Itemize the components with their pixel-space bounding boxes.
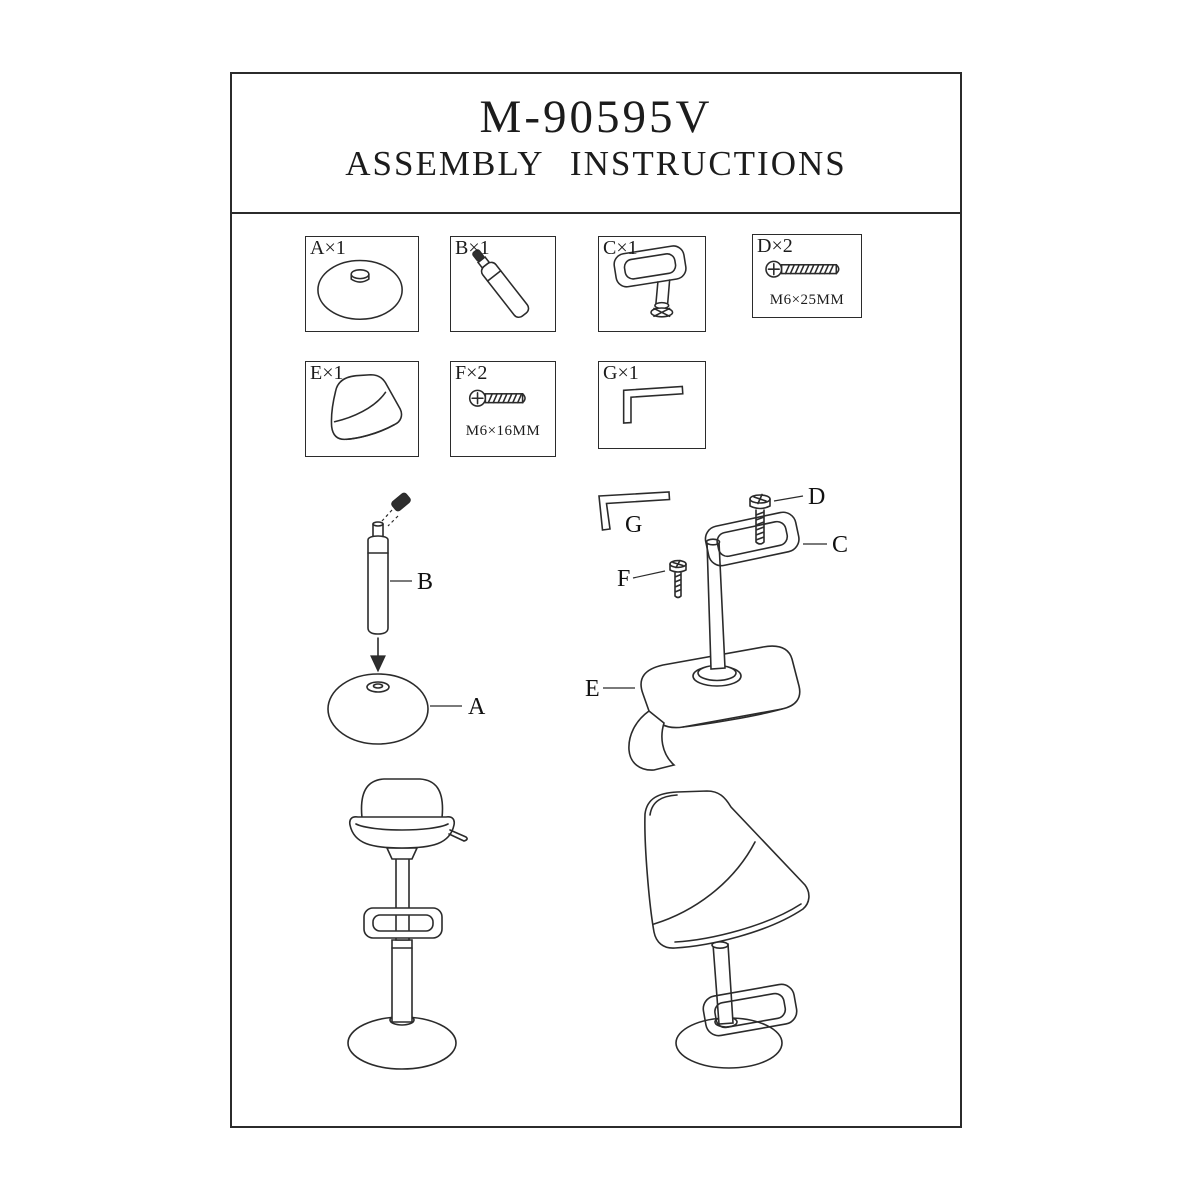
- part-f-label: F×2: [455, 362, 488, 384]
- part-e-drawing: [330, 373, 403, 441]
- part-b-drawing: [472, 249, 530, 319]
- part-box-e: E×1: [305, 361, 419, 457]
- callout-d-label: D: [808, 484, 825, 510]
- part-box-a: A×1: [305, 236, 419, 332]
- part-box-g: G×1: [598, 361, 706, 449]
- model-code: M-90595V: [479, 91, 713, 143]
- gas-lift-cap: [381, 492, 411, 527]
- footrest-bracket: [704, 511, 800, 567]
- callout-f-label: F: [617, 566, 630, 592]
- callout-e: E: [585, 676, 635, 702]
- part-g-label: G×1: [603, 362, 639, 384]
- assembled-stool-front-drawing: [347, 778, 468, 1070]
- part-a-drawing: [317, 259, 403, 321]
- callout-b-label: B: [417, 569, 433, 595]
- seat-shell-part: [330, 373, 403, 441]
- seat-underside: [628, 645, 801, 771]
- screw-d: [749, 493, 771, 545]
- part-f-spec: M6×16MM: [465, 423, 541, 439]
- document-title: ASSEMBLY INSTRUCTIONS: [345, 144, 847, 183]
- part-box-c: C×1: [598, 236, 706, 332]
- stool-footrest: [363, 907, 443, 939]
- seat-pole: [705, 538, 726, 670]
- part-d-spec: M6×25MM: [769, 292, 845, 308]
- stool-seat: [348, 778, 456, 849]
- seat-mechanism: [385, 847, 419, 860]
- gas-lift-cylinder: [472, 249, 530, 319]
- round-base: [327, 673, 429, 745]
- screw-m6x25: [765, 260, 840, 278]
- part-box-f: F×2 M6×16MM: [450, 361, 556, 457]
- part-a-label: A×1: [310, 237, 346, 259]
- screw-f: [669, 559, 687, 599]
- callout-f: F: [617, 566, 666, 592]
- height-lever: [448, 829, 468, 842]
- footrest-bracket-part: [613, 245, 687, 318]
- part-g-drawing: [622, 385, 684, 424]
- mounting-plate: [692, 664, 742, 687]
- callout-d: D: [773, 484, 825, 510]
- part-box-d: D×2 M6×25MM: [752, 234, 862, 318]
- part-d-label: D×2: [757, 235, 793, 257]
- part-b-label: B×1: [455, 237, 490, 259]
- callout-g-label: G: [625, 512, 642, 538]
- down-arrow: [370, 637, 386, 673]
- allen-key-part: [622, 385, 684, 424]
- stool-seat-shell: [644, 790, 810, 949]
- step-footrest-to-seat-drawing: G D C F: [585, 484, 848, 771]
- step-gaslift-to-base-drawing: B A: [327, 492, 486, 745]
- callout-a-label: A: [468, 694, 486, 720]
- part-c-drawing: [613, 245, 687, 318]
- round-base-disc: [317, 259, 403, 321]
- stool-lower-pole: [391, 939, 413, 1023]
- part-f-drawing: [468, 389, 526, 407]
- gas-lift-cylinder: [367, 521, 389, 635]
- stool-base: [347, 1014, 457, 1070]
- header-rule: [232, 212, 960, 214]
- document-frame: M-90595V ASSEMBLY INSTRUCTIONS A×1 B×1: [230, 72, 962, 1128]
- part-d-drawing: [765, 260, 840, 278]
- callout-b: B: [390, 569, 433, 595]
- callout-c-label: C: [832, 532, 848, 558]
- footrest-ring: [702, 983, 798, 1037]
- callout-a: A: [430, 694, 486, 720]
- assembled-stool-perspective-drawing: [644, 790, 810, 1069]
- part-c-label: C×1: [603, 237, 638, 259]
- screw-m6x16: [468, 389, 526, 407]
- stool-base: [675, 1016, 783, 1069]
- callout-e-label: E: [585, 676, 600, 702]
- part-box-b: B×1: [450, 236, 556, 332]
- callout-c: C: [803, 532, 848, 558]
- part-e-label: E×1: [310, 362, 344, 384]
- allen-key: [598, 491, 671, 531]
